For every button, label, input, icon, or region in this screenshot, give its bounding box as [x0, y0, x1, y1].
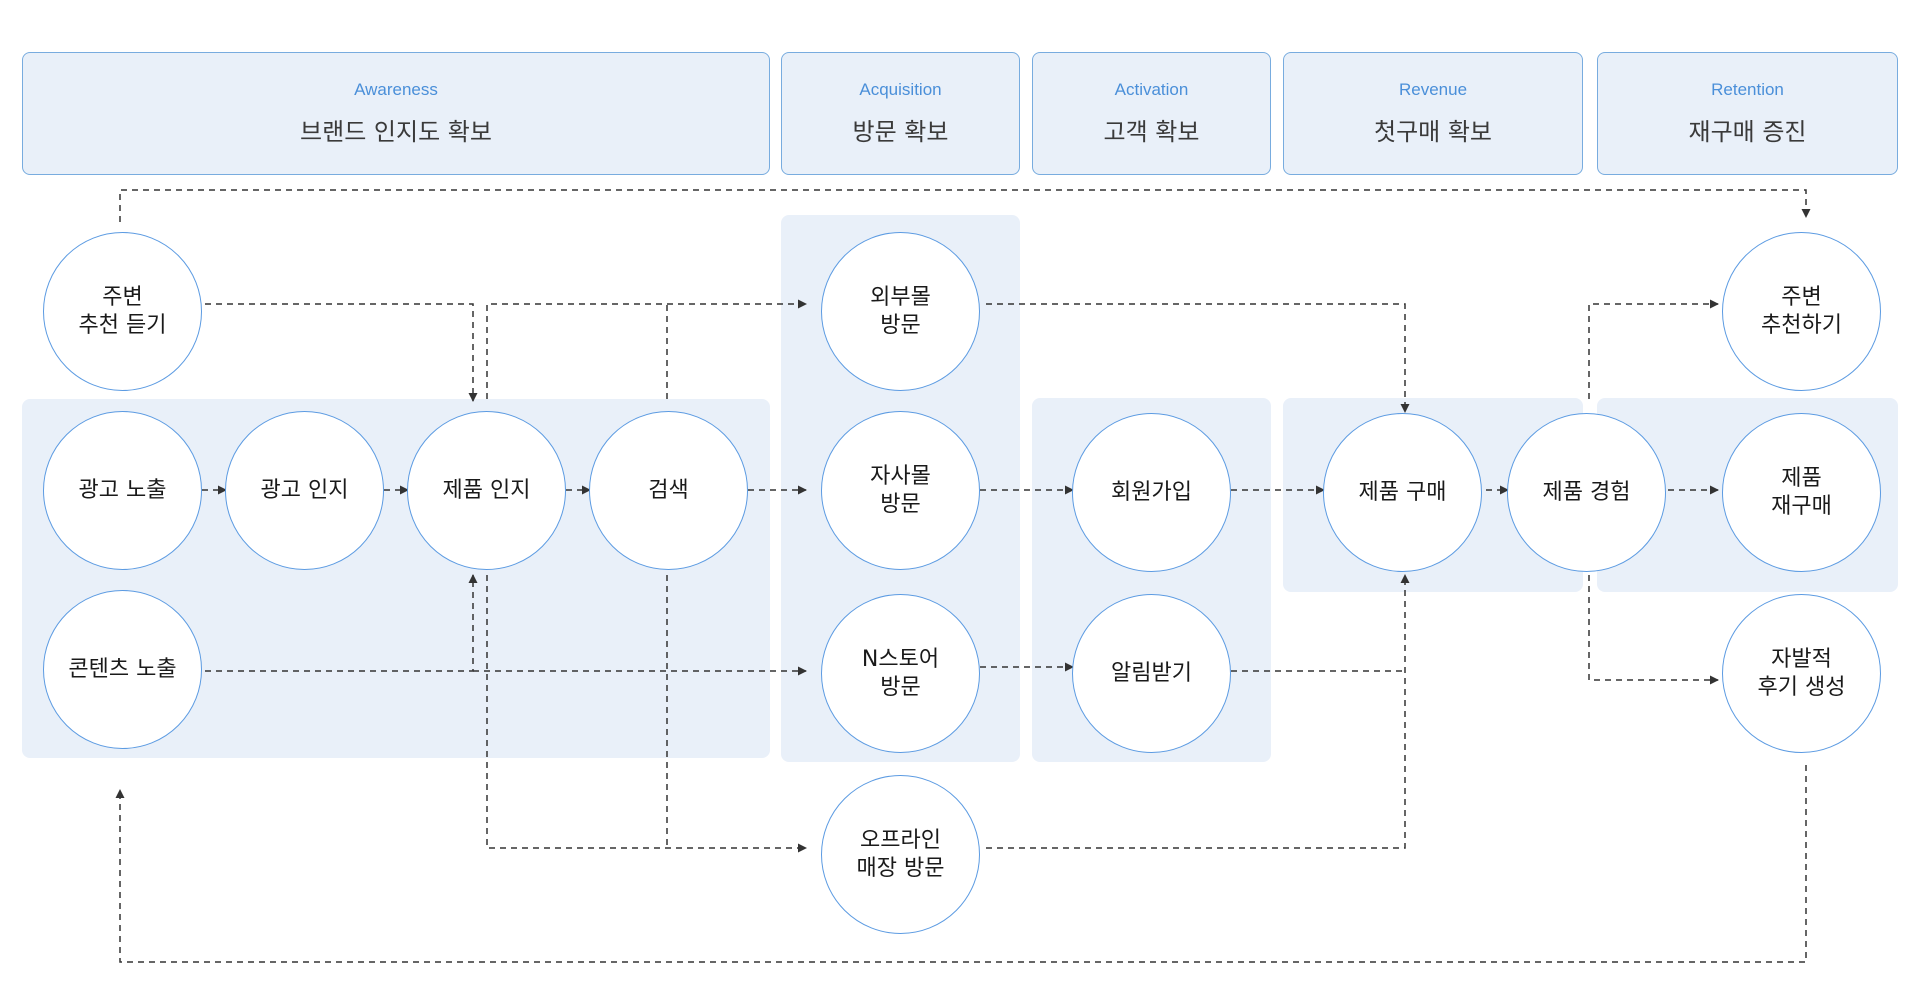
stage-korean-label: 고객 확보 — [1103, 118, 1200, 146]
stage-english-label: Retention — [1711, 80, 1784, 99]
connector-bottom-loop — [115, 765, 1807, 963]
stage-english-label: Acquisition — [859, 80, 942, 99]
node-product-purchase: 제품 구매 — [1323, 413, 1482, 572]
node-nstore-visit: N스토어 방문 — [821, 594, 980, 753]
stage-header-revenue: Revenue 첫구매 확보 — [1283, 52, 1583, 175]
node-product-experience: 제품 경험 — [1507, 413, 1666, 572]
node-content-exposure: 콘텐츠 노출 — [43, 590, 202, 749]
node-ad-recognition: 광고 인지 — [225, 411, 384, 570]
node-notification: 알림받기 — [1072, 594, 1231, 753]
connector-recommend-to-recognition — [205, 303, 478, 402]
stage-header-activation: Activation 고객 확보 — [1032, 52, 1271, 175]
connector-offline-to-purchase — [986, 574, 1410, 849]
stage-header-retention: Retention 재구매 증진 — [1597, 52, 1898, 175]
node-signup: 회원가입 — [1072, 413, 1231, 572]
stage-korean-label: 첫구매 확보 — [1373, 118, 1493, 146]
node-external-mall-visit: 외부몰 방문 — [821, 232, 980, 391]
stage-korean-label: 재구매 증진 — [1688, 118, 1807, 146]
stage-english-label: Revenue — [1398, 80, 1468, 99]
stage-header-acquisition: Acquisition 방문 확보 — [781, 52, 1020, 175]
node-search: 검색 — [589, 411, 748, 570]
connector-content-to-recognition — [205, 574, 478, 672]
node-repurchase: 제품 재구매 — [1722, 413, 1881, 572]
stage-korean-label: 방문 확보 — [852, 118, 949, 146]
connector-experience-to-review — [1588, 575, 1719, 685]
node-ad-exposure: 광고 노출 — [43, 411, 202, 570]
stage-korean-label: 브랜드 인지도 확보 — [300, 118, 492, 146]
node-product-recognition: 제품 인지 — [407, 411, 566, 570]
connector-recognition-to-offline — [486, 575, 807, 853]
stage-english-label: Activation — [1114, 80, 1189, 99]
stage-english-label: Awareness — [354, 80, 438, 99]
node-offline-store-visit: 오프라인 매장 방문 — [821, 775, 980, 934]
connector-top-loop — [119, 189, 1811, 222]
connector-experience-to-recommend — [1588, 299, 1719, 399]
stage-header-awareness: Awareness 브랜드 인지도 확보 — [22, 52, 770, 175]
node-own-mall-visit: 자사몰 방문 — [821, 411, 980, 570]
node-voluntary-review: 자발적 후기 생성 — [1722, 594, 1881, 753]
connector-recognition-to-external — [486, 299, 807, 399]
connector-external-to-purchase — [986, 303, 1410, 413]
node-listen-recommendation: 주변 추천 듣기 — [43, 232, 202, 391]
node-recommend-to-others: 주변 추천하기 — [1722, 232, 1881, 391]
